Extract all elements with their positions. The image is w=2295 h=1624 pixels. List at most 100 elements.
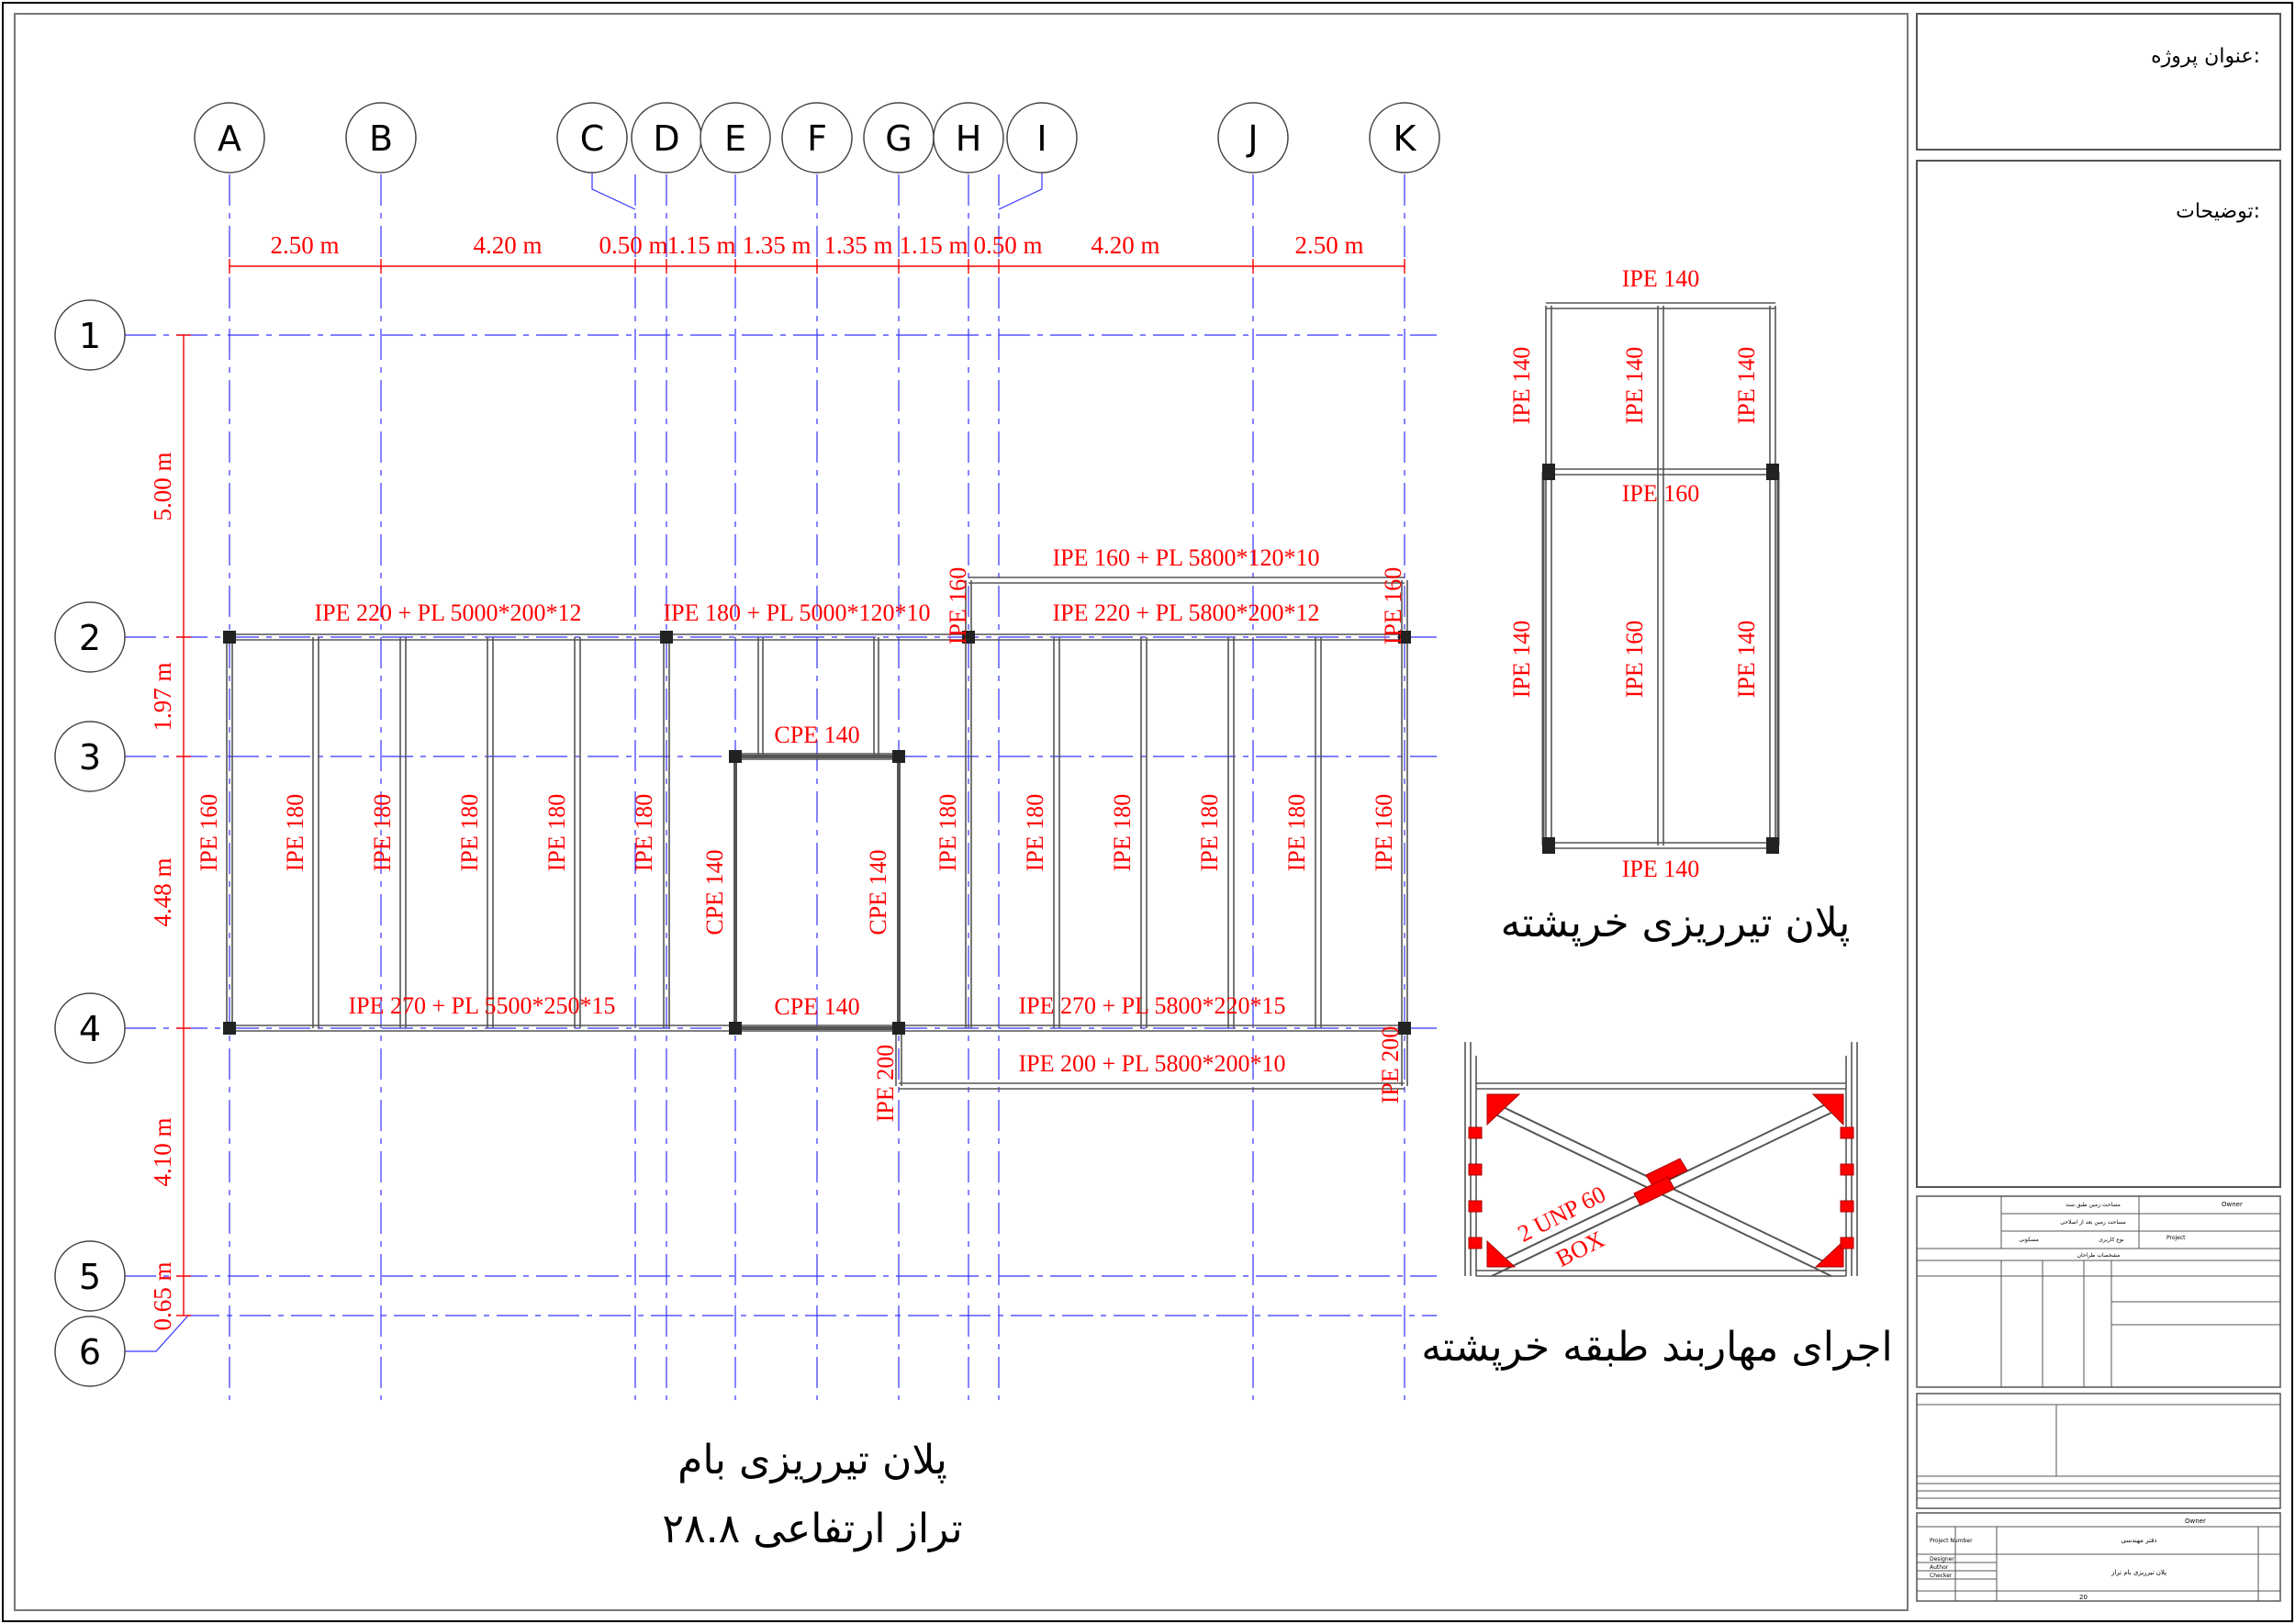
joist-label-5: IPE 180: [543, 794, 570, 872]
grid-bubble-5: 5: [54, 1240, 126, 1312]
svg-text:C: C: [580, 118, 605, 159]
grid-leaders: [125, 169, 1043, 1352]
tb-checker-label: Checker: [1930, 1573, 1953, 1579]
info-table: [1916, 1195, 2281, 1388]
beam-label-bottom-left: IPE 270 + PL 5500*250*15: [348, 992, 615, 1019]
svg-text:4: 4: [79, 1009, 101, 1049]
svg-text:B: B: [369, 118, 393, 159]
tb-row-text-3: نوع کاربری: [2099, 1237, 2124, 1243]
tb-designer-label: Designer: [1930, 1556, 1954, 1562]
dim-B-C: 4.20 m: [473, 231, 542, 259]
stair-joist-center-bottom: IPE 160: [1621, 621, 1648, 699]
tb-author-label: Author: [1930, 1564, 1949, 1571]
dim-G-H: 1.15 m: [899, 231, 968, 259]
joist-label-6: IPE 180: [631, 794, 657, 872]
grid-bubble-J: J: [1217, 102, 1289, 174]
grid-bubble-1: 1: [54, 299, 126, 371]
grid-lines-horizontal: [125, 334, 1437, 1316]
stair-joist-right-bottom: IPE 140: [1733, 621, 1760, 699]
project-title-box: [1916, 13, 2281, 151]
stair-plan-title: پلان تیرریزی خرپشته: [1501, 900, 1851, 946]
dim-3-4: 4.48 m: [149, 857, 176, 926]
grid-bubble-3: 3: [54, 721, 126, 792]
tb-owner-label: Owner: [2222, 1201, 2243, 1208]
dim-2-3: 1.97 m: [149, 662, 176, 731]
stair-beam-bottom: IPE 140: [1622, 856, 1700, 882]
svg-text:6: 6: [79, 1332, 101, 1372]
svg-text:H: H: [956, 118, 982, 159]
joist-label-10: IPE 180: [1196, 794, 1223, 872]
joist-label-ext-left: IPE 160: [945, 567, 971, 645]
svg-text:D: D: [653, 118, 679, 159]
svg-text:3: 3: [79, 737, 101, 778]
bracing-detail: 2 UNP 60 BOX اجرای مهاربند طبقه خرپشته: [1421, 1042, 1893, 1371]
grid-bubble-K: K: [1369, 102, 1440, 174]
svg-text:5: 5: [79, 1257, 101, 1297]
beam-label-bottom-ext: IPE 200 + PL 5800*200*10: [1018, 1050, 1285, 1077]
tb-row-text-4: مسکونی: [2019, 1237, 2039, 1243]
tb-project-label: Project: [2166, 1235, 2186, 1241]
beam-label-top-mid: IPE 180 + PL 5000*120*10: [663, 599, 930, 626]
roof-plan-title: پلان تیرریزی بام: [677, 1437, 947, 1484]
joist-label-2: IPE 180: [282, 794, 308, 872]
svg-text:K: K: [1394, 118, 1417, 159]
title-block: عنوان پروژه: توضیحات: Owner مساحت زمین ط…: [1916, 13, 2281, 1602]
stair-joist-center-top: IPE 140: [1621, 347, 1648, 425]
grid-bubble-H: H: [933, 102, 1004, 174]
joist-label-ext-right: IPE 160: [1380, 567, 1406, 645]
tb-row-text-1: مساحت زمین طبق سند: [2066, 1202, 2121, 1208]
sheet-info-table: [1916, 1512, 2281, 1602]
grid-bubble-4: 4: [54, 992, 126, 1064]
grid-bubble-2: 2: [54, 601, 126, 673]
stair-house-plan: IPE 140 IPE 160 IPE 140 IPE 140 IPE 140 …: [1501, 265, 1851, 946]
grid-bubble-A: A: [194, 102, 265, 174]
beam-label-top-left: IPE 220 + PL 5000*200*12: [314, 599, 581, 626]
dim-E-F: 1.35 m: [742, 231, 811, 259]
dim-1-2: 5.00 m: [149, 452, 176, 521]
grid-bubble-E: E: [700, 102, 771, 174]
framing-members: [226, 577, 1408, 1090]
cpe-label-left: CPE 140: [701, 849, 728, 935]
joist-label-8: IPE 180: [1022, 794, 1048, 872]
dim-H-I: 0.50 m: [973, 231, 1042, 259]
svg-text:E: E: [724, 118, 746, 159]
beam-label-top-right: IPE 220 + PL 5800*200*12: [1052, 599, 1319, 626]
stair-joist-left-top: IPE 140: [1508, 347, 1535, 425]
joist-label-ext-bottom-left: IPE 200: [872, 1045, 899, 1123]
stair-joist-left-bottom: IPE 140: [1508, 621, 1535, 699]
roof-plan-elevation: تراز ارتفاعی ۲۸.۸: [662, 1506, 962, 1552]
beam-label-bottom-right: IPE 270 + PL 5800*220*15: [1018, 992, 1285, 1019]
horizontal-dimensions: 2.50 m 4.20 m 0.50 m 1.15 m 1.35 m 1.35 …: [229, 231, 1405, 274]
tb-sheet-number: 20: [2079, 1594, 2088, 1601]
svg-text:G: G: [885, 118, 912, 159]
bracing-title: اجرای مهاربند طبقه خرپشته: [1421, 1324, 1892, 1371]
dim-F-G: 1.35 m: [823, 231, 892, 259]
row-bubbles: 1 2 3 4 5 6: [54, 299, 126, 1387]
dim-D-E: 1.15 m: [666, 231, 735, 259]
dim-J-K: 2.50 m: [1294, 231, 1363, 259]
stair-joist-right-top: IPE 140: [1733, 347, 1760, 425]
description-label: توضیحات:: [2176, 200, 2260, 223]
dim-C-D: 0.50 m: [599, 231, 667, 259]
tb-row-text-2: مساحت زمین بعد از اصلاحی: [2060, 1219, 2125, 1226]
joist-label-9: IPE 180: [1109, 794, 1136, 872]
vertical-dimensions: 5.00 m 1.97 m 4.48 m 4.10 m 0.65 m: [149, 334, 191, 1331]
svg-text:A: A: [218, 118, 241, 159]
grid-bubble-I: I: [1006, 102, 1078, 174]
dim-I-J: 4.20 m: [1091, 231, 1159, 259]
joist-label-ext-bottom-right: IPE 200: [1377, 1026, 1404, 1104]
grid-bubble-G: G: [863, 102, 935, 174]
joist-label-1: IPE 160: [196, 794, 222, 872]
joist-label-4: IPE 180: [456, 794, 483, 872]
joist-label-11: IPE 180: [1283, 794, 1310, 872]
tb-project-number-label: Project Number: [1930, 1538, 1973, 1544]
dim-A-B: 2.50 m: [270, 231, 339, 259]
grid-bubble-F: F: [781, 102, 853, 174]
svg-text:2: 2: [79, 618, 101, 658]
beam-label-top-ext: IPE 160 + PL 5800*120*10: [1052, 544, 1319, 571]
svg-text:F: F: [807, 118, 827, 159]
joist-label-7: IPE 180: [935, 794, 961, 872]
joist-label-3: IPE 180: [369, 794, 396, 872]
